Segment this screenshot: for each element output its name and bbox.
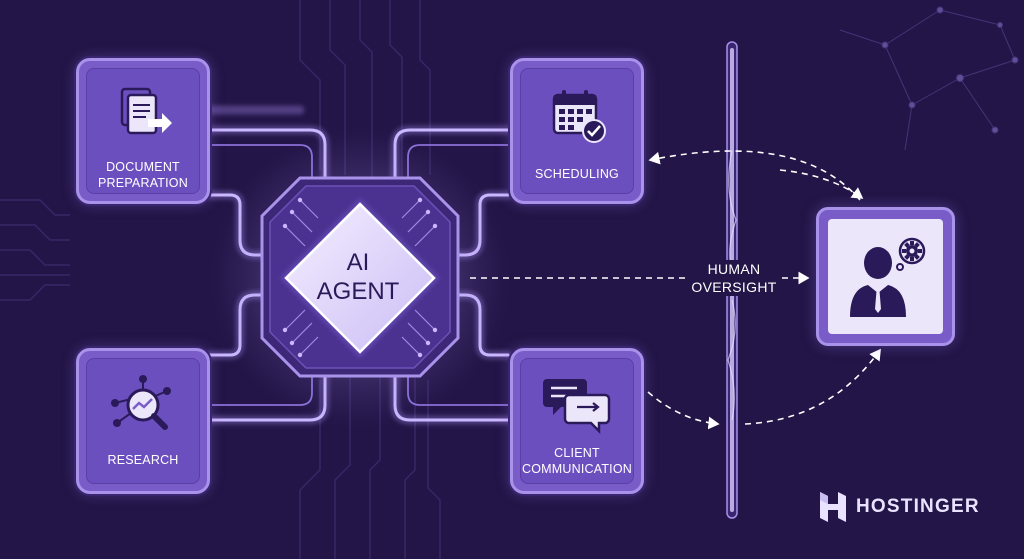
network-constellation: [839, 6, 1019, 151]
oversight-flow-arrows: [470, 150, 881, 430]
brand-name: HOSTINGER: [856, 496, 980, 517]
ai-agent-label: AI AGENT: [316, 249, 400, 305]
human-box-background: [828, 219, 943, 334]
calendar-check-icon: [513, 87, 641, 147]
chat-bubbles-icon: [513, 373, 641, 435]
hostinger-h-logo: [820, 492, 846, 522]
tile-research[interactable]: RESEARCH: [76, 348, 210, 494]
document-arrow-icon: [79, 85, 207, 145]
person-gear-icon: [850, 237, 926, 317]
tile-background: [86, 68, 200, 194]
ai-agent-chip: [210, 128, 510, 428]
tile-label: CLIENT COMMUNICATION: [522, 446, 632, 476]
human-oversight-label: HUMAN OVERSIGHT: [686, 260, 782, 296]
brand-logo: HOSTINGER: [818, 490, 980, 524]
tile-document-preparation[interactable]: DOCUMENT PREPARATION: [76, 58, 210, 204]
tile-scheduling[interactable]: SCHEDULING: [510, 58, 644, 204]
tile-label: SCHEDULING: [535, 167, 619, 181]
tile-label: RESEARCH: [107, 453, 179, 467]
tile-label: DOCUMENT PREPARATION: [98, 160, 188, 190]
background-circuit-lines: [0, 0, 441, 559]
tile-client-communication[interactable]: CLIENT COMMUNICATION: [510, 348, 644, 494]
human-reviewer-box[interactable]: [816, 207, 955, 346]
magnifier-network-icon: [79, 373, 207, 439]
